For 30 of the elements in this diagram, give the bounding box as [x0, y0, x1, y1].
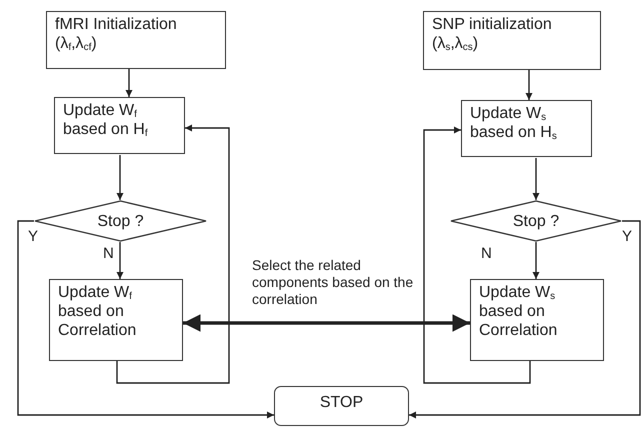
- arrow: [532, 242, 540, 279]
- node-label: Update W$_{s}$ based on Correlation: [479, 283, 558, 340]
- process-box: [46, 11, 226, 69]
- node-label: SNP initialization: [432, 15, 553, 34]
- arrow: [126, 69, 132, 97]
- arrow: [116, 124, 230, 384]
- process-box: [49, 279, 183, 361]
- arrow: [116, 242, 124, 279]
- node-label: Stop ?: [97, 212, 144, 230]
- node-label: Update W$_{f}$ based on H$_{f}$: [63, 101, 149, 139]
- node-label: STOP: [318, 393, 364, 412]
- process-box: [54, 97, 185, 154]
- node-parameters: (λ$_{f}$,λ$_{cf}$): [55, 34, 98, 53]
- process-box: [423, 11, 601, 70]
- terminal-box: [274, 386, 409, 426]
- process-box: [461, 100, 592, 157]
- node-label: Stop ?: [512, 212, 560, 230]
- process-box: [470, 279, 604, 361]
- node-label: fMRI Initialization: [55, 15, 178, 34]
- arrow: [526, 70, 532, 100]
- arrow: [532, 158, 540, 200]
- node-label: Update W$_{f}$ based on Correlation: [58, 283, 138, 340]
- node-label: Update W$_{s}$ based on H$_{s}$: [470, 104, 558, 142]
- node-parameters: (λ$_{s}$,λ$_{cs}$): [432, 34, 480, 53]
- arrow: [17, 220, 274, 418]
- decision-diamond: [450, 200, 622, 242]
- arrow: [423, 126, 531, 384]
- arrow: [409, 220, 641, 418]
- arrow: [116, 155, 124, 200]
- double-arrow: [183, 314, 470, 332]
